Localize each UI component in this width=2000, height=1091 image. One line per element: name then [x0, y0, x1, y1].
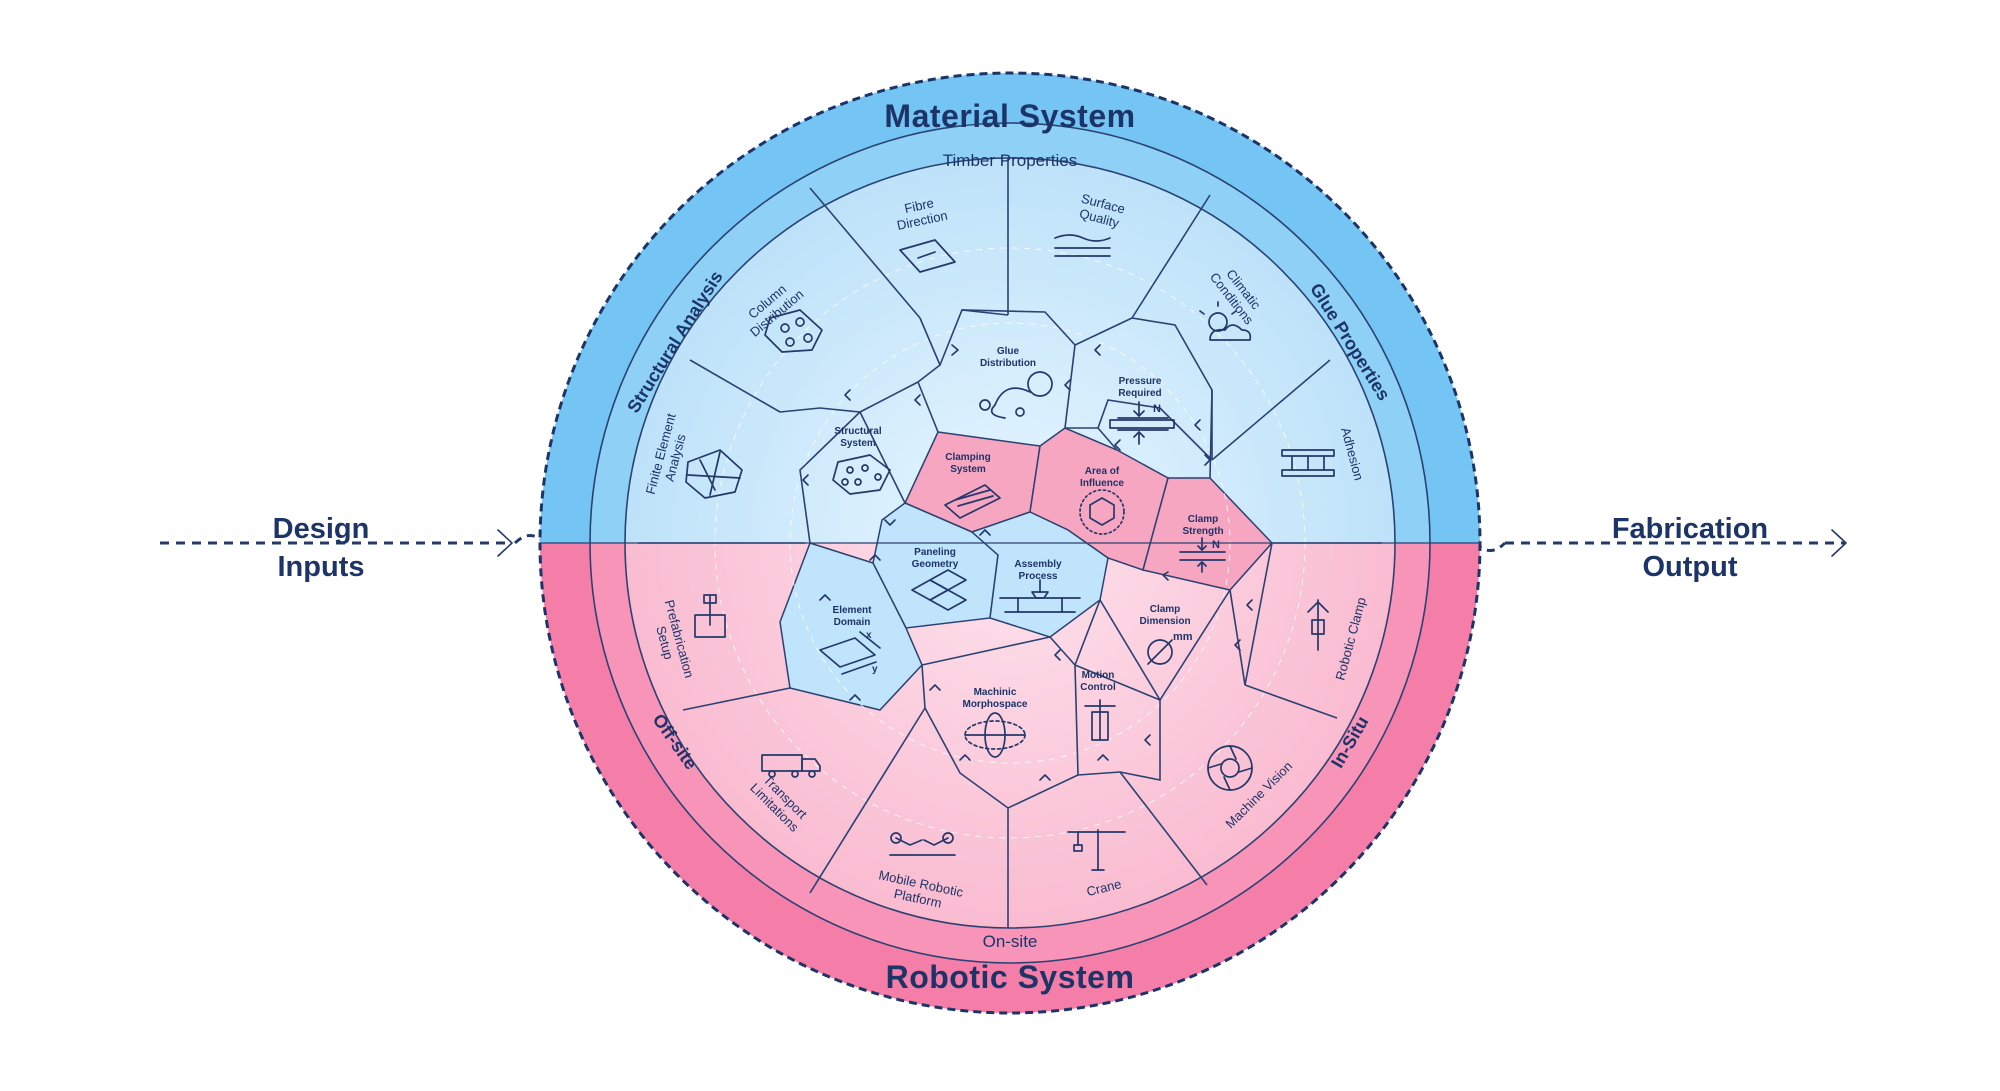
inner-cell-labels: Glue Distribution Pressure Required Stru…	[833, 346, 1224, 710]
label-glue-distribution-1: Glue	[997, 346, 1020, 357]
cell-element-domain	[779, 542, 923, 711]
label-area-of-influence-1: Area of	[1085, 466, 1120, 477]
category-timber-properties: Timber Properties	[943, 151, 1077, 170]
label-structural-system-2: System	[840, 438, 876, 449]
material-system-half	[540, 73, 1480, 543]
label-clamping-system-1: Clamping	[945, 452, 991, 463]
material-system-title: Material System	[884, 98, 1135, 134]
category-on-site: On-site	[983, 932, 1038, 951]
clamp-strength-icon	[1179, 537, 1226, 573]
label-pressure-required-2: Required	[1118, 388, 1161, 399]
area-of-influence-icon	[1079, 489, 1125, 535]
pressure-required-icon	[1109, 401, 1175, 445]
label-structural-system-1: Structural	[834, 426, 881, 437]
label-assembly-process-2: Process	[1019, 571, 1058, 582]
label-glue-distribution-2: Distribution	[980, 358, 1036, 369]
machine-vision-icon	[1207, 745, 1253, 791]
column-distribution-icon	[764, 309, 823, 353]
robotic-system-title: Robotic System	[886, 959, 1135, 995]
label-machinic-morphospace-1: Machinic	[974, 687, 1017, 698]
svg-text:Fibre: Fibre	[903, 195, 935, 216]
fabrication-output-label-line1: Fabrication	[1612, 513, 1768, 545]
cell-clamp-strength	[1142, 477, 1274, 591]
element-domain-icon	[819, 631, 881, 675]
machinic-morphospace-icon	[964, 712, 1026, 758]
finite-element-analysis-icon	[685, 449, 743, 499]
adhesion-icon	[1281, 449, 1335, 477]
newton-label-clamp: N	[1212, 539, 1220, 551]
label-machinic-morphospace-2: Morphospace	[962, 699, 1027, 710]
structural-system-icon	[832, 454, 891, 495]
fibre-direction-icon	[899, 239, 956, 273]
label-pressure-required-1: Pressure	[1119, 376, 1162, 387]
crane-icon	[1067, 829, 1126, 871]
label-clamping-system-2: System	[950, 464, 986, 475]
label-clamp-strength-2: Strength	[1182, 526, 1223, 537]
transport-limitations-icon	[761, 754, 821, 778]
design-inputs-label-line1: Design	[273, 513, 370, 545]
robotic-clamp-icon	[1307, 599, 1329, 651]
paneling-geometry-icon	[911, 569, 967, 611]
cell-dividers	[638, 158, 1382, 928]
flow-arrows	[802, 344, 1253, 781]
label-clamp-dimension-2: Dimension	[1139, 616, 1190, 627]
label-motion-control-1: Motion	[1082, 670, 1115, 681]
label-paneling-geometry-1: Paneling	[914, 547, 956, 558]
newton-label-pressure: N	[1153, 403, 1161, 415]
label-element-domain-1: Element	[833, 605, 873, 616]
assembly-process-icon	[999, 579, 1081, 613]
mobile-robotic-platform-icon	[889, 832, 956, 856]
glue-distribution-icon	[979, 371, 1053, 419]
label-clamp-strength-1: Clamp	[1188, 514, 1219, 525]
design-inputs-label-line2: Inputs	[278, 551, 365, 583]
axis-x-label: x	[866, 630, 872, 641]
clamping-system-icon	[944, 484, 1001, 519]
label-paneling-geometry-2: Geometry	[912, 559, 959, 570]
fabrication-output-label-line2: Output	[1642, 551, 1737, 583]
label-area-of-influence-2: Influence	[1080, 478, 1124, 489]
surface-quality-icon	[1054, 234, 1111, 257]
mm-label: mm	[1173, 631, 1193, 643]
label-clamp-dimension-1: Clamp	[1150, 604, 1181, 615]
axis-y-label: y	[872, 664, 878, 675]
label-motion-control-2: Control	[1080, 682, 1116, 693]
motion-control-icon	[1084, 699, 1116, 741]
climatic-conditions-icon	[1199, 301, 1252, 341]
label-assembly-process-1: Assembly	[1014, 559, 1062, 570]
label-element-domain-2: Domain	[834, 617, 871, 628]
prefabrication-setup-icon	[694, 594, 726, 638]
clamp-dimension-icon	[1147, 639, 1173, 665]
